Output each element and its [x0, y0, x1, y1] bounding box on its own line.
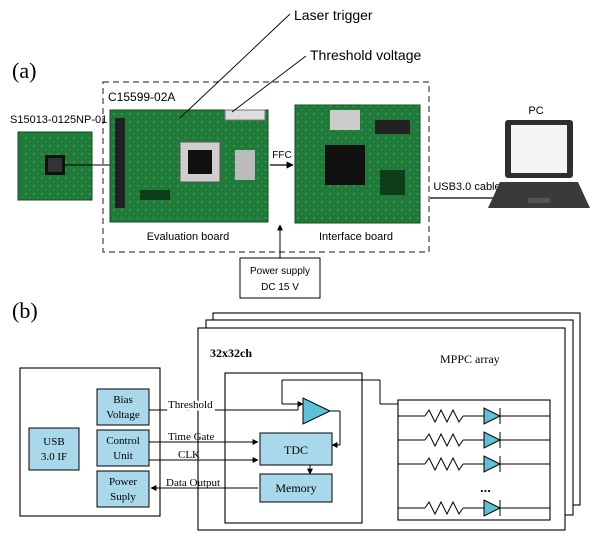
- control-unit-line2: Unit: [113, 450, 133, 462]
- panel-b-label: (b): [12, 298, 38, 323]
- layer-front: [197, 327, 566, 531]
- mppc-array-label: MPPC array: [440, 352, 500, 366]
- channels-label: 32x32ch: [210, 346, 252, 360]
- clk-signal-label: CLK: [178, 449, 200, 461]
- control-unit-block: [96, 429, 150, 467]
- sensor-label: S15013-0125NP-01: [10, 114, 107, 126]
- usb-if-line2: 3.0 IF: [41, 451, 67, 463]
- usb-cable-label: USB3.0 cable: [433, 181, 500, 193]
- memory-label: Memory: [275, 481, 316, 495]
- laser-trigger-line: [179, 13, 291, 119]
- time-gate-signal-label: Time Gate: [168, 431, 214, 443]
- evaluation-board-label: Evaluation board: [147, 231, 230, 243]
- panel-a-label: (a): [12, 58, 36, 83]
- power-supply-block-line2: Suply: [110, 491, 136, 503]
- evaluation-board-image: [109, 109, 269, 223]
- mppc-row-3: [398, 455, 550, 473]
- mppc-row-2: [398, 431, 550, 449]
- bias-voltage-line1: Bias: [113, 394, 133, 406]
- control-unit-line1: Control: [106, 435, 140, 447]
- comparator-triangle: [302, 397, 332, 425]
- bias-voltage-line2: Voltage: [106, 409, 140, 421]
- pc-label: PC: [528, 105, 543, 117]
- svg-text:Threshold: Threshold: [168, 399, 213, 411]
- ffc-label: FFC: [272, 150, 291, 161]
- mppc-array-box: [397, 399, 551, 521]
- usb-if-block: [28, 427, 80, 471]
- power-supply-line2: DC 15 V: [261, 282, 299, 293]
- tdc-block: [259, 432, 333, 466]
- interface-board-label: Interface board: [319, 231, 393, 243]
- laptop-icon: [488, 120, 590, 208]
- usb-if-line1: USB: [43, 436, 64, 448]
- threshold-signal-label: Threshold: [168, 399, 213, 411]
- interface-board-image: [294, 104, 421, 224]
- tdc-label: TDC: [284, 443, 308, 457]
- threshold-voltage-label: Threshold voltage: [310, 47, 422, 63]
- mppc-diode-icon: [483, 499, 502, 517]
- power-supply-block: [96, 470, 150, 508]
- data-output-signal-label: Data Output: [166, 477, 220, 489]
- bias-voltage-block: [96, 388, 150, 426]
- module-label: C15599-02A: [108, 90, 175, 104]
- mppc-ellipsis: ...: [480, 480, 491, 495]
- mppc-diode-icon: [483, 431, 502, 449]
- mppc-diode-icon: [483, 455, 502, 473]
- readout-circuit-box: [224, 372, 363, 524]
- laser-trigger-label: Laser trigger: [294, 7, 373, 23]
- threshold-voltage-line: [231, 55, 307, 113]
- mppc-row-1: [398, 407, 550, 425]
- module-dashed-outline: [102, 81, 430, 253]
- power-supply-block-line1: Power: [109, 476, 137, 488]
- memory-block: [259, 473, 333, 503]
- power-supply-box: [239, 257, 321, 299]
- mppc-row-4: [398, 499, 550, 517]
- sensor-chip: [17, 131, 93, 201]
- power-supply-line1: Power supply: [250, 266, 310, 277]
- mppc-diode-icon: [483, 407, 502, 425]
